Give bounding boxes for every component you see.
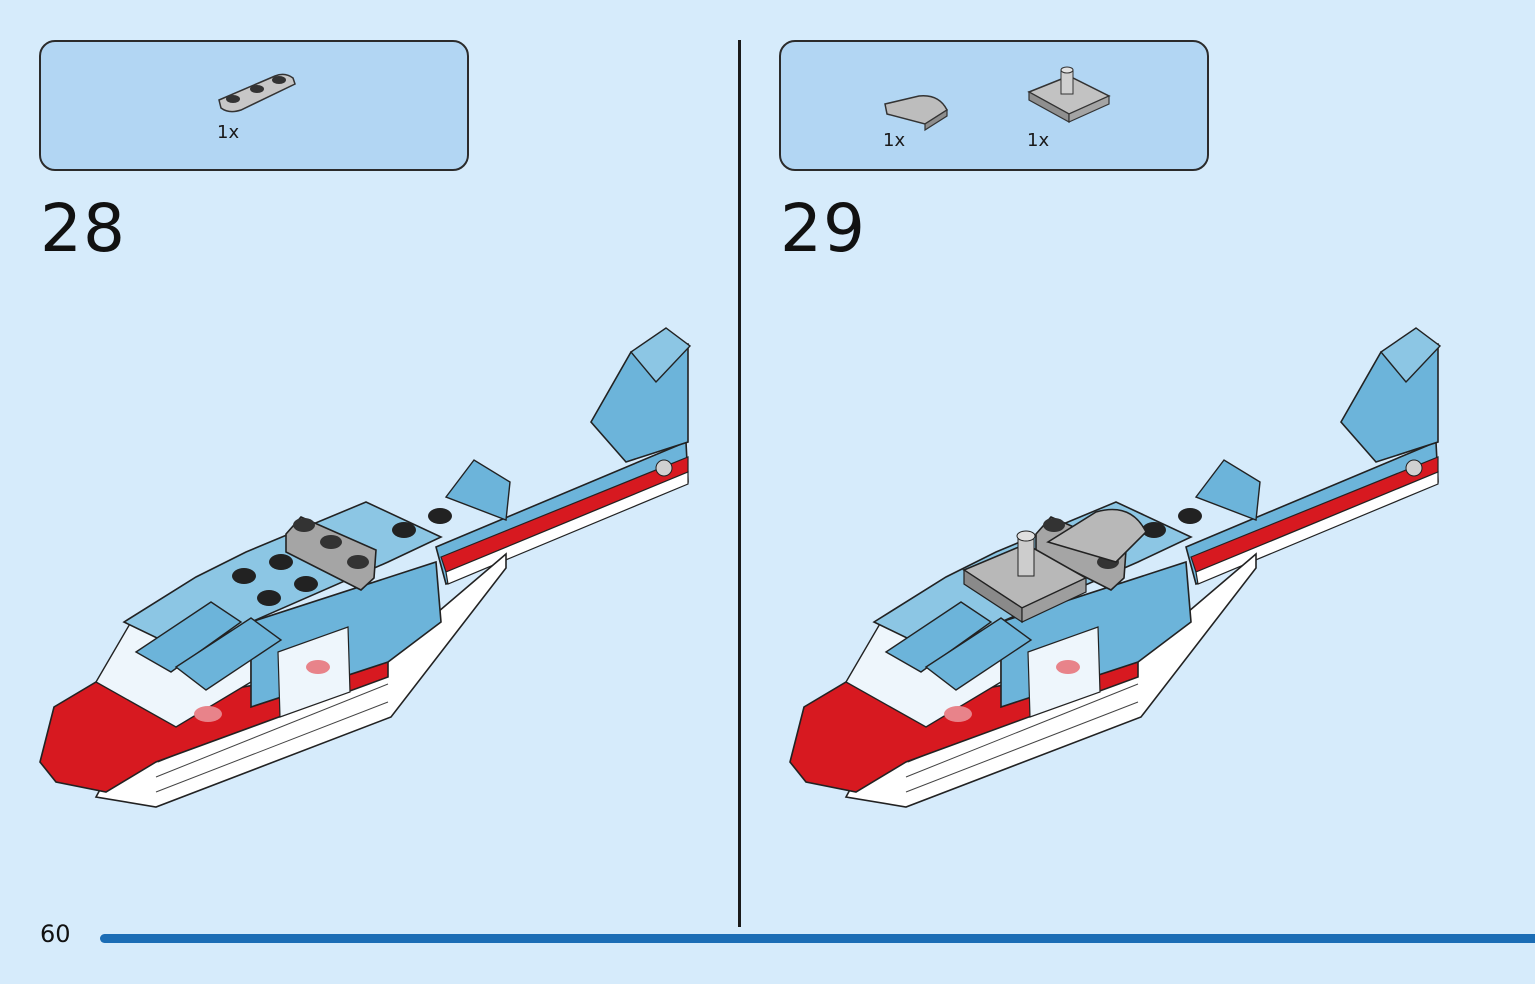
part-qty: 1x [883, 130, 906, 151]
slope-curved-icon [884, 95, 948, 132]
helicopter-model-step-28 [39, 327, 692, 808]
step-divider [738, 40, 741, 927]
plate-1x3-rounded-icon [218, 73, 296, 113]
page-progress-bar [100, 934, 1535, 943]
step-number-29: 29 [780, 190, 866, 267]
page-number: 60 [40, 920, 71, 948]
helicopter-model-step-29 [789, 327, 1442, 808]
plate-with-pin-icon [1027, 66, 1111, 124]
step-number-28: 28 [40, 190, 126, 267]
part-qty: 1x [217, 122, 240, 143]
part-qty: 1x [1027, 130, 1050, 151]
step-28-parts-callout: 1x [39, 40, 469, 171]
step-29-parts-callout: 1x 1x [779, 40, 1209, 171]
